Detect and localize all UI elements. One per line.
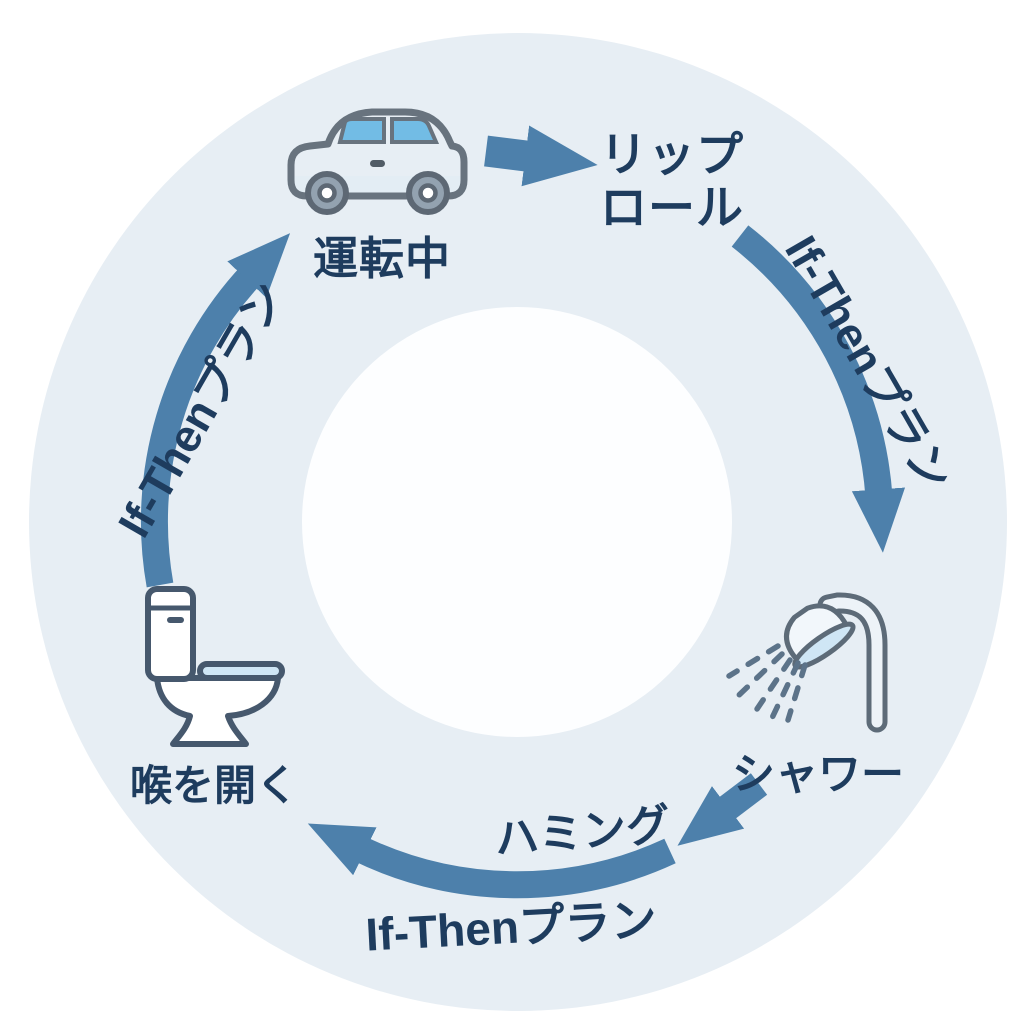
arrow-shower-to-humming xyxy=(677,773,768,846)
label-open-throat: 喉を開く xyxy=(130,762,299,809)
shower-icon xyxy=(726,592,888,733)
arrow-openthroat-to-driving xyxy=(140,233,291,588)
label-driving: 運転中 xyxy=(312,233,451,284)
car-icon xyxy=(287,108,468,215)
label-lip-roll: リップ ロール xyxy=(600,128,750,234)
arrow-humming-to-openthroat xyxy=(307,823,676,899)
arrow-driving-to-liproll xyxy=(484,125,598,187)
label-lip-roll-line2: ロール xyxy=(600,181,744,234)
cycle-ring-hole xyxy=(302,307,732,737)
arrow-liproll-to-shower xyxy=(731,225,906,553)
label-shower: シャワー xyxy=(732,751,904,799)
label-lip-roll-line1: リップ xyxy=(600,128,744,181)
toilet-icon xyxy=(145,586,285,747)
